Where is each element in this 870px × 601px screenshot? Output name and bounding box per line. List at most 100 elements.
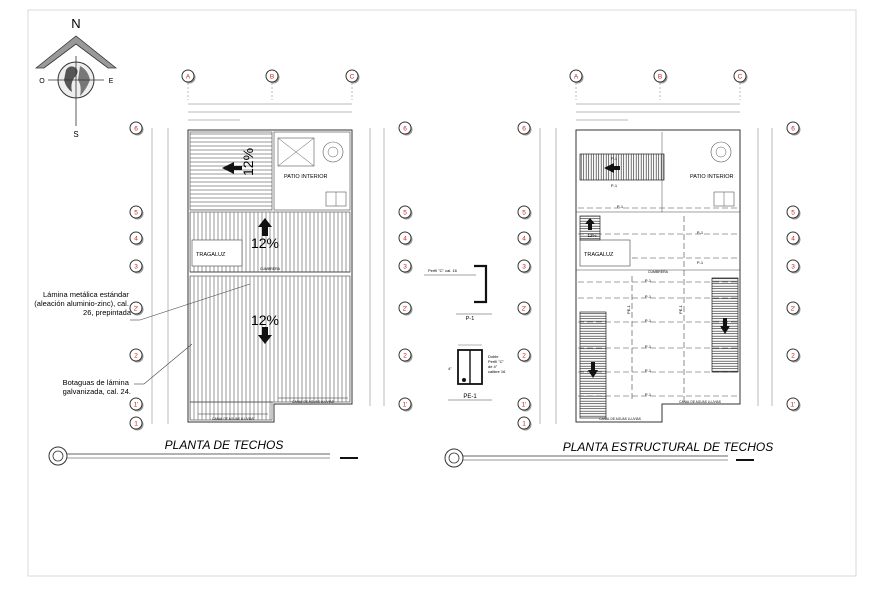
axis-bubble-row-4-left-0-label: 4 <box>134 236 138 243</box>
axis-bubble-row-5-left-1-label: 5 <box>522 210 526 217</box>
axis-bubble-col-b-1-label: B <box>658 74 662 81</box>
axis-bubble-row-2p-left-0-label: 2' <box>134 306 139 313</box>
axis-bubble-row-3-left-0: 3 <box>129 259 144 274</box>
tree-icon <box>322 141 344 163</box>
axis-bubble-row-2p-left-1-label: 2' <box>522 306 527 313</box>
axis-bubble-row-1-left-1: 1 <box>517 416 532 431</box>
right-gutter-label-1: CANAL DE AGUAS LLUVIAS <box>679 400 721 404</box>
axis-bubble-col-b-0: B <box>265 69 280 84</box>
axis-bubble-row-4-left-1: 4 <box>517 231 532 246</box>
right-ridge-label: CUMBRERA <box>648 270 669 274</box>
axis-bubble-row-3-left-1: 3 <box>517 259 532 274</box>
beam-label-1: PE-1 <box>626 304 631 314</box>
axis-bubble-col-b-1: B <box>653 69 668 84</box>
note-flashing: Botaguas de lámina galvanizada, cal. 24. <box>63 378 131 396</box>
purlin-label-5: P-1 <box>697 260 704 265</box>
slope-top-label: 12% <box>240 148 256 176</box>
slope-mid-label: 12% <box>251 235 279 251</box>
north-compass: N O E S <box>34 16 118 139</box>
right-structural-plan: 12% P-1 P-1 P-1 P-1 P-1 P-1 P-1 P-1 P-1 … <box>444 103 773 468</box>
right-gutter-label-2: CANAL DE AGUAS LLUVIAS <box>599 417 641 421</box>
axis-bubble-row-6-right-1-label: 6 <box>791 126 795 133</box>
axis-bubble-row-2-left-0-label: 2 <box>134 353 138 360</box>
axis-bubble-row-2p-left-0: 2' <box>129 301 144 316</box>
axis-bubble-row-4-left-0: 4 <box>129 231 144 246</box>
purlin-label-10: P-1 <box>645 368 652 373</box>
slope-bottom-label: 12% <box>251 312 279 328</box>
axis-bubble-row-3-right-1-label: 3 <box>791 264 795 271</box>
beam-label-2: PE-1 <box>678 304 683 314</box>
axis-bubble-row-6-left-1-label: 6 <box>522 126 526 133</box>
axis-bubble-row-1p-left-0: 1' <box>129 397 144 412</box>
axis-bubble-row-1p-right-1-label: 1' <box>791 402 796 409</box>
axis-bubble-row-1-left-0-label: 1 <box>134 421 138 428</box>
left-ridge-label: CUMBRERA <box>260 267 281 271</box>
struct-arrow-icon-4 <box>720 318 730 334</box>
axis-bubble-row-5-right-1-label: 5 <box>791 210 795 217</box>
right-skylight-label: TRAGALUZ <box>584 252 614 258</box>
note-sheet-line-2: (aleación aluminio-zinc), cal. <box>34 299 129 308</box>
axis-bubble-row-2-right-0: 2 <box>398 348 413 363</box>
purlin-label-9: P-1 <box>645 344 652 349</box>
axis-bubble-row-3-right-0: 3 <box>398 259 413 274</box>
axis-bubble-row-5-right-0-label: 5 <box>403 210 407 217</box>
axis-bubble-row-5-left-0: 5 <box>129 205 144 220</box>
axis-bubble-row-6-left-0: 6 <box>129 121 144 136</box>
right-plan-title: PLANTA ESTRUCTURAL DE TECHOS <box>563 440 773 454</box>
axis-bubble-row-2p-right-1: 2' <box>786 301 801 316</box>
title-bubble-icon <box>48 446 68 466</box>
axis-bubble-row-2-right-1: 2 <box>786 348 801 363</box>
axis-bubble-row-1p-right-0: 1' <box>398 397 413 412</box>
note-sheet-metal: Lámina metálica estándar (aleación alumi… <box>34 290 132 317</box>
slope-arrow-down-icon <box>258 327 272 344</box>
purlin-label-11: P-1 <box>645 392 652 397</box>
left-plan-title: PLANTA DE TECHOS <box>165 438 284 452</box>
axis-bubble-row-2p-right-0: 2' <box>398 301 413 316</box>
axis-bubble-row-2-left-1-label: 2 <box>522 353 526 360</box>
pe1-note-line-3: de 4" <box>488 364 498 369</box>
note-flashing-line-2: galvanizada, cal. 24. <box>63 387 131 396</box>
pe1-dim-label: 4" <box>448 366 452 371</box>
purlin-label-4: P-1 <box>697 230 704 235</box>
note-sheet-line-3: 26, prepintada <box>83 308 132 317</box>
axis-bubble-row-2-right-1-label: 2 <box>791 353 795 360</box>
axis-bubble-row-1-left-0: 1 <box>129 416 144 431</box>
purlin-label-3: P-1 <box>617 204 624 209</box>
p1-label: P-1 <box>466 316 475 322</box>
struct-slope-label: 12% <box>587 233 596 238</box>
axis-bubble-col-c-1-label: C <box>738 74 743 81</box>
axis-bubble-row-4-left-1-label: 4 <box>522 236 526 243</box>
left-gutter-label-1: CANAL DE AGUAS LLUVIAS <box>212 417 254 421</box>
axis-bubble-row-6-right-0: 6 <box>398 121 413 136</box>
note-flashing-line-1: Botaguas de lámina <box>63 378 130 387</box>
axis-bubble-row-2p-right-0-label: 2' <box>403 306 408 313</box>
tree-icon-2 <box>710 141 732 163</box>
axis-bubble-row-6-left-0-label: 6 <box>134 126 138 133</box>
axis-bubble-row-4-right-0: 4 <box>398 231 413 246</box>
left-roof-plan: 12% 12% 12% PATIO INTERIOR TRAGALUZ CUMB… <box>34 103 385 466</box>
axis-bubble-col-a-0: A <box>181 69 196 84</box>
slope-arrow-up-icon <box>258 218 272 236</box>
title-bubble-icon-2 <box>444 448 464 468</box>
axis-bubble-row-5-left-1: 5 <box>517 205 532 220</box>
section-details: Perfil "C" cal. 16 P-1 4" Doble Perfil "… <box>424 264 506 401</box>
axis-bubble-col-c-0-label: C <box>350 74 355 81</box>
axis-bubble-row-6-right-0-label: 6 <box>403 126 407 133</box>
slope-arrow-icon <box>222 162 242 174</box>
axis-bubble-row-2-left-0: 2 <box>129 348 144 363</box>
purlin-label-6: P-1 <box>645 278 652 283</box>
axis-bubble-row-2p-left-1: 2' <box>517 301 532 316</box>
axis-bubble-row-5-right-1: 5 <box>786 205 801 220</box>
compass-north-label: N <box>71 16 80 31</box>
axis-bubble-row-3-right-1: 3 <box>786 259 801 274</box>
purlin-label-2: P-1 <box>611 183 618 188</box>
right-patio-label: PATIO INTERIOR <box>690 174 734 180</box>
axis-bubble-row-3-left-1-label: 3 <box>522 264 526 271</box>
axis-bubble-row-4-right-1: 4 <box>786 231 801 246</box>
axis-bubble-row-1p-right-0-label: 1' <box>403 402 408 409</box>
left-skylight-label: TRAGALUZ <box>196 252 226 258</box>
purlin-label-7: P-1 <box>645 294 652 299</box>
axis-bubble-row-2-left-1: 2 <box>517 348 532 363</box>
